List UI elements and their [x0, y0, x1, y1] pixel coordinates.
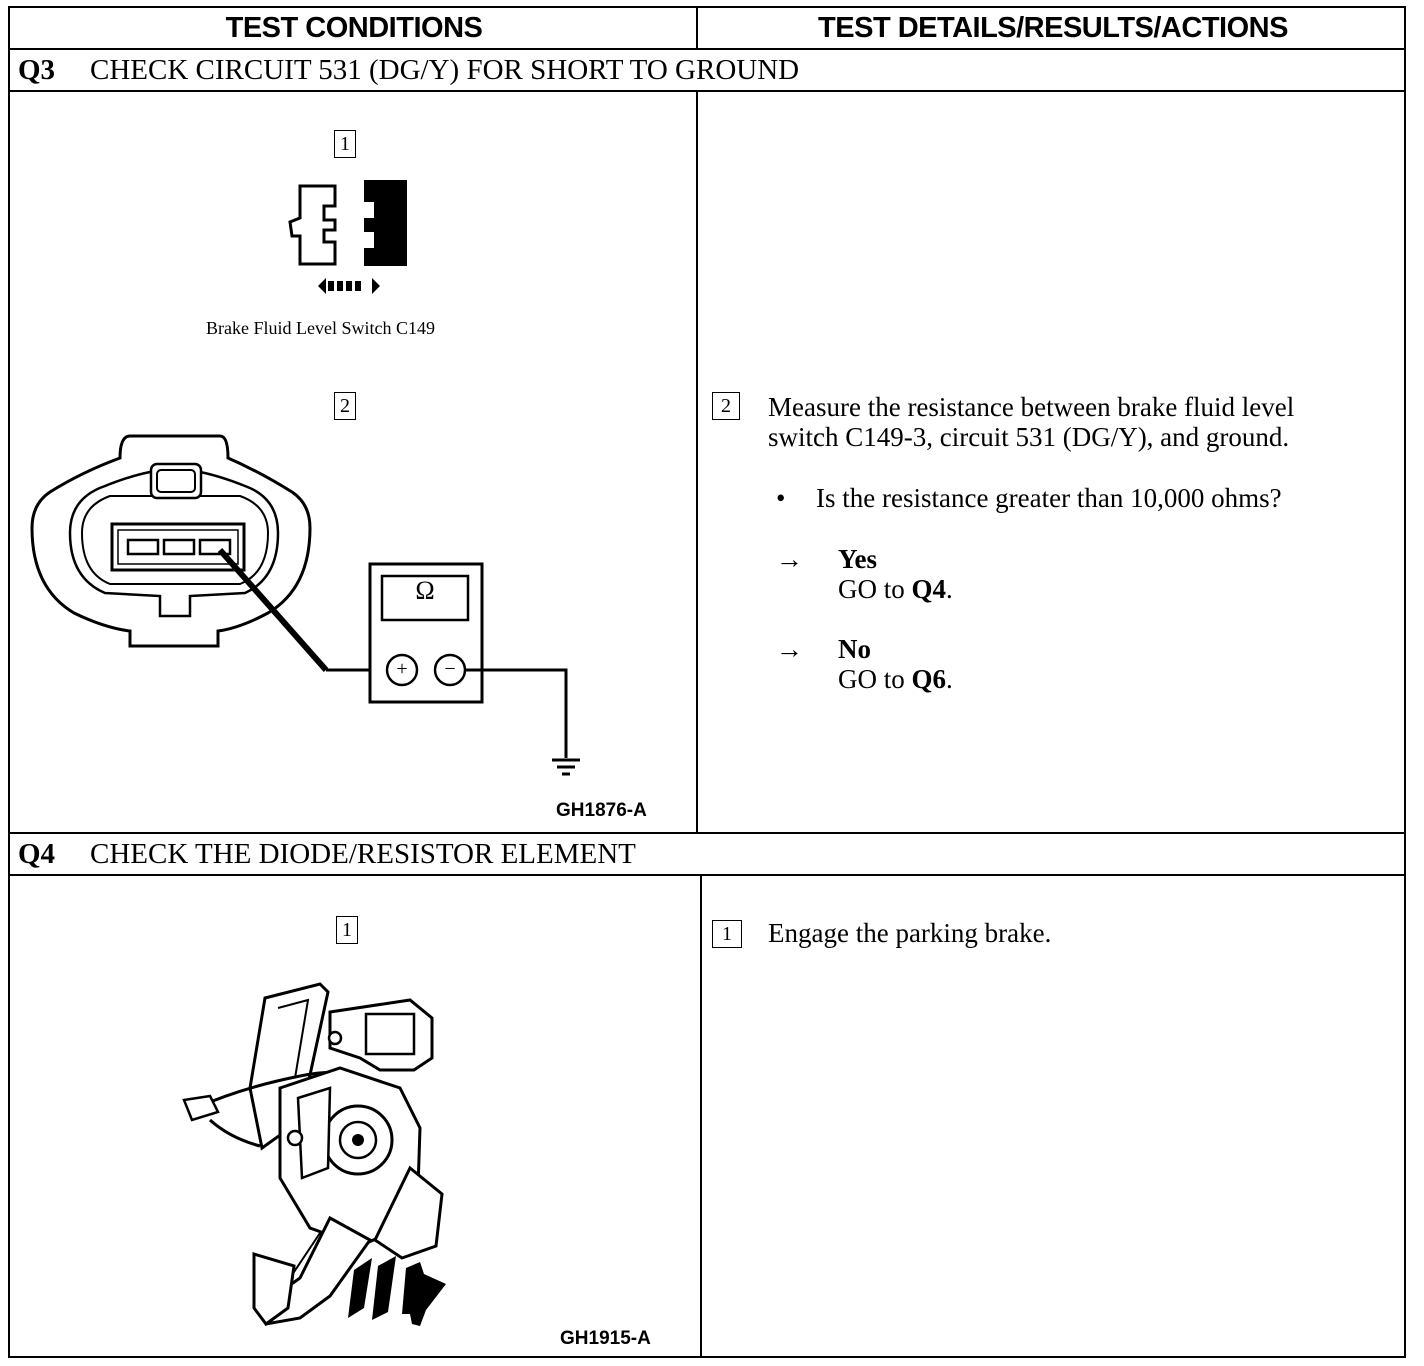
- q3-no-period: .: [946, 664, 953, 694]
- test-table: TEST CONDITIONS TEST DETAILS/RESULTS/ACT…: [8, 6, 1406, 1358]
- q4-column-divider: [700, 876, 702, 1358]
- connector-face-meter-illustration: [30, 434, 580, 776]
- q3-section-title: Q3 CHECK CIRCUIT 531 (DG/Y) FOR SHORT TO…: [10, 50, 1404, 90]
- q3-title: CHECK CIRCUIT 531 (DG/Y) FOR SHORT TO GR…: [90, 54, 800, 86]
- q4-detail-text: Engage the parking brake.: [768, 918, 1052, 948]
- q3-title-rule: [10, 90, 1404, 92]
- q4-step1-box: 1: [336, 916, 358, 944]
- q3-yes-arrow: →: [776, 544, 803, 574]
- q4-title-rule: [10, 874, 1404, 876]
- q3-yes-action: GO to Q4.: [838, 574, 953, 604]
- header-test-conditions: TEST CONDITIONS: [225, 12, 483, 44]
- q3-no-target: Q6: [911, 664, 947, 694]
- q3-no-action: GO to Q6.: [838, 664, 953, 694]
- q3-bottom-rule: [10, 832, 1404, 834]
- q4-section-title: Q4 CHECK THE DIODE/RESISTOR ELEMENT: [10, 834, 1404, 874]
- q3-column-divider: [696, 92, 698, 832]
- q3-detail-line2: switch C149-3, circuit 531 (DG/Y), and g…: [768, 422, 1290, 452]
- q3-figure-code: GH1876-A: [556, 800, 647, 821]
- q3-detail-step-box: 2: [712, 392, 740, 420]
- header-divider: [696, 8, 698, 48]
- ohm-symbol: Ω: [415, 576, 435, 605]
- q3-step2-box: 2: [334, 392, 356, 420]
- q3-yes-label: Yes: [838, 544, 877, 574]
- q3-no-arrow: →: [776, 634, 803, 664]
- q4-number: Q4: [18, 838, 56, 870]
- q4-figure-code: GH1915-A: [560, 1328, 651, 1349]
- meter-minus-terminal-label: −: [444, 658, 456, 680]
- q3-yes-period: .: [946, 574, 953, 604]
- q3-no-action-prefix: GO to: [838, 664, 912, 694]
- q3-yes-target: Q4: [911, 574, 947, 604]
- q3-step1-box: 1: [334, 130, 356, 158]
- q3-yes-action-prefix: GO to: [838, 574, 912, 604]
- meter-plus-terminal-label: +: [396, 658, 408, 680]
- q3-figure-caption: Brake Fluid Level Switch C149: [206, 318, 435, 338]
- q3-detail-line1: Measure the resistance between brake flu…: [768, 392, 1295, 422]
- q3-question: Is the resistance greater than 10,000 oh…: [816, 483, 1282, 513]
- q3-bullet: •: [776, 483, 786, 513]
- q3-number: Q3: [18, 54, 56, 86]
- q3-no-label: No: [838, 634, 871, 664]
- q4-title: CHECK THE DIODE/RESISTOR ELEMENT: [90, 838, 636, 870]
- connector-disconnect-illustration: [288, 180, 407, 294]
- header-rule: [10, 48, 1404, 50]
- header-test-details: TEST DETAILS/RESULTS/ACTIONS: [818, 12, 1288, 44]
- parking-brake-pedal-illustration: [182, 982, 446, 1327]
- q4-detail-step-box: 1: [712, 920, 742, 948]
